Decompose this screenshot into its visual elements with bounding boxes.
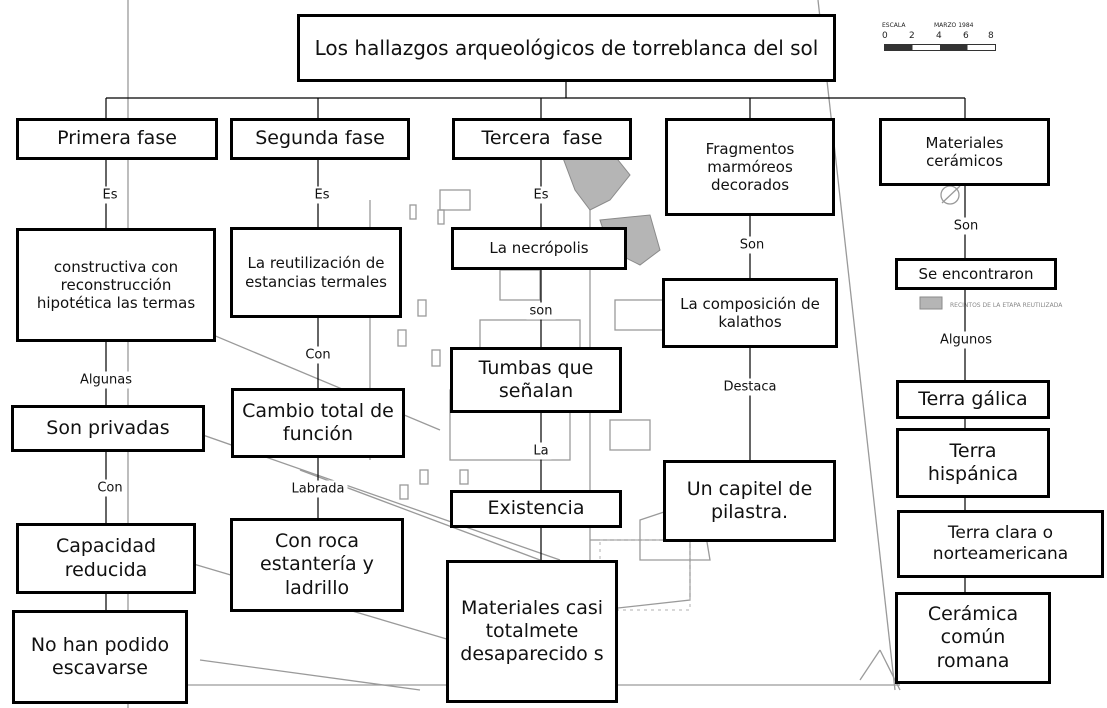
found-node: Se encontraron [895,258,1057,290]
terra-clara-node: Terra clara o norteamericana [897,510,1104,578]
phase-two-header: Segunda fase [230,118,410,160]
scale-caption: ESCALA [882,22,906,29]
necropolis-node: La necrópolis [451,227,627,270]
link-label: Son [736,236,768,254]
scale-tick: 8 [988,31,994,41]
link-label: Es [99,186,121,204]
existence-node: Existencia [450,490,622,528]
link-label: Algunas [77,371,135,389]
link-label: Algunos [937,331,995,349]
kalathos-node: La composición de kalathos [662,278,838,348]
tombs-node: Tumbas que señalan [450,347,622,413]
phase-one-description: constructiva con reconstrucción hipotéti… [16,228,216,342]
scale-date: MARZO 1984 [934,22,974,29]
title-node: Los hallazgos arqueológicos de torreblan… [297,14,836,82]
phase-three-header: Tercera fase [452,118,632,160]
link-label: Labrada [288,480,348,498]
svg-text:RECINTOS DE LA ETAPA REUTILIZA: RECINTOS DE LA ETAPA REUTILIZADA [950,302,1063,309]
building-materials-node: Con roca estantería y ladrillo [230,518,404,612]
link-label: La [530,442,552,460]
link-label: Son [950,217,982,235]
scale-tick: 0 [882,31,888,41]
link-label: Es [311,186,333,204]
pilaster-capital-node: Un capitel de pilastra. [663,460,836,542]
phase-two-description: La reutilización de estancias termales [230,227,402,318]
not-excavated-node: No han podido escavarse [12,610,188,704]
link-label: Con [302,346,334,364]
function-change-node: Cambio total de función [231,388,405,458]
scale-bar [884,44,996,51]
link-label: son [526,302,556,320]
link-label: Con [94,479,126,497]
reduced-capacity-node: Capacidad reducida [16,523,196,594]
scale-tick: 6 [963,31,969,41]
link-label: Es [530,186,552,204]
marble-fragments-header: Fragmentos marmóreos decorados [665,118,835,216]
scale-tick: 2 [909,31,915,41]
phase-one-header: Primera fase [16,118,218,160]
link-label: Destaca [720,378,780,396]
scale-tick: 4 [936,31,942,41]
map-scale: ESCALA MARZO 1984 0 2 4 6 8 [880,22,1000,62]
ceramics-header: Materiales cerámicos [879,118,1050,186]
missing-materials-node: Materiales casi totalmete desaparecido s [446,560,618,703]
roman-pottery-node: Cerámica común romana [895,592,1051,684]
terra-hispanica-node: Terra hispánica [896,428,1050,498]
terra-galica-node: Terra gálica [896,380,1050,419]
private-baths-node: Son privadas [11,405,205,452]
